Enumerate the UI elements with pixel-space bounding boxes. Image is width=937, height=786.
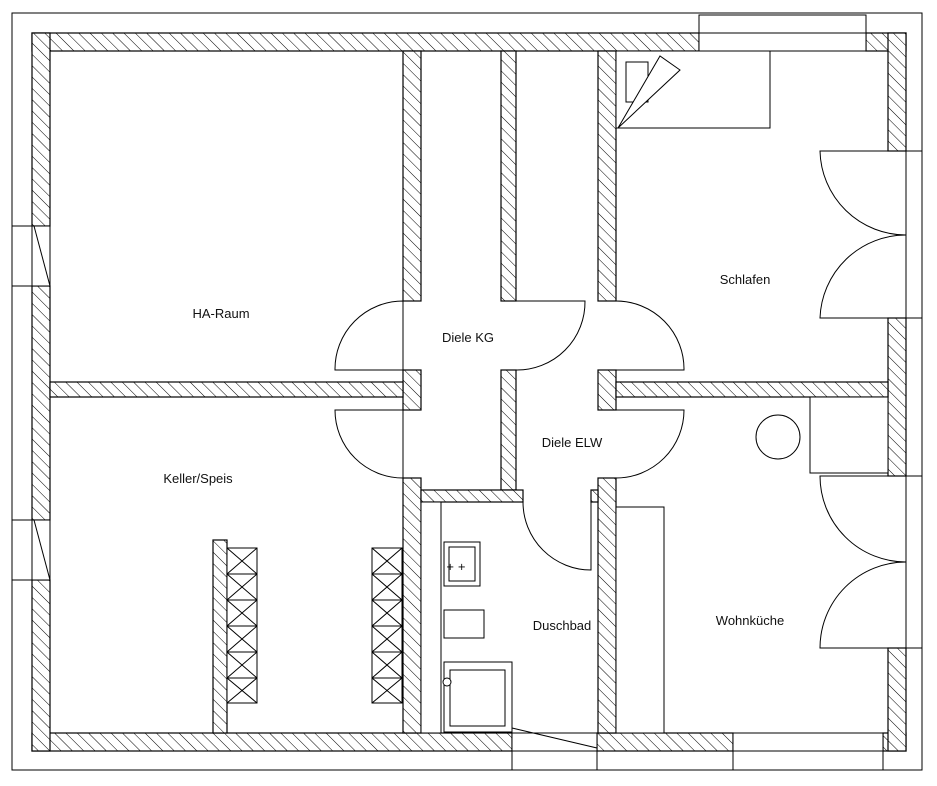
room-label-wohnkueche: Wohnküche	[716, 613, 784, 628]
interior-walls	[49, 50, 889, 734]
doors	[334, 150, 907, 649]
windows	[11, 14, 923, 771]
room-label-diele-elw: Diele ELW	[542, 435, 603, 450]
outer-border	[11, 12, 923, 771]
room-label-keller-speis: Keller/Speis	[163, 471, 233, 486]
room-label-schlafen: Schlafen	[720, 272, 771, 287]
shelf-rack-left	[226, 547, 258, 704]
room-label-diele-kg: Diele KG	[442, 330, 494, 345]
furniture: + +	[226, 50, 889, 734]
svg-text:+ +: + +	[446, 562, 466, 573]
room-label-duschbad: Duschbad	[533, 618, 592, 633]
shelf-rack-right	[371, 547, 403, 704]
room-label-ha-raum: HA-Raum	[192, 306, 249, 321]
